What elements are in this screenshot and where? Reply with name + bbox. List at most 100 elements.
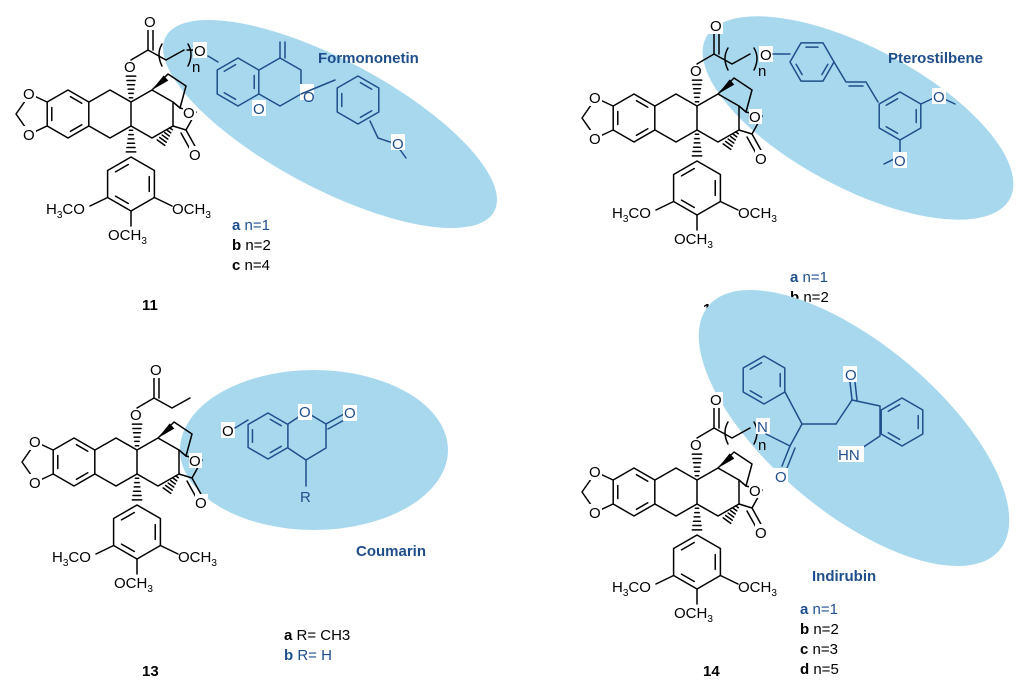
variant-value: n=1	[240, 217, 270, 234]
highlight-halo-coumarin	[180, 370, 448, 530]
label-mask	[755, 150, 768, 165]
atom-label: O	[253, 101, 265, 118]
double-bond	[269, 418, 282, 427]
carbonyl-bond	[191, 477, 203, 497]
methoxy-label-right: OCH3	[172, 201, 211, 221]
hashed-wedge-bond	[166, 129, 172, 134]
label-mask	[749, 483, 762, 498]
label-mask	[195, 494, 208, 509]
atom-label: O	[755, 525, 767, 542]
benzene-ring	[612, 93, 656, 143]
ester-linker	[130, 49, 185, 61]
double-bond	[680, 541, 696, 551]
carbonyl-bond	[786, 447, 796, 469]
atom-label: O	[150, 362, 162, 379]
methoxy-label-bottom: OCH3	[674, 231, 713, 251]
label-mask	[690, 437, 704, 453]
hashed-wedge-bond	[169, 479, 177, 485]
hashed-wedge-bond	[724, 140, 734, 147]
double-bond	[885, 97, 899, 106]
repeat-subscript-n: n	[758, 437, 766, 454]
variant-value: n=2	[799, 289, 829, 306]
dimethoxyphenyl-ring	[878, 91, 922, 141]
methoxy-label-right: OCH3	[178, 549, 217, 569]
double-bond	[223, 92, 237, 101]
highlight-halo-formononetin	[163, 19, 497, 229]
double-bond	[359, 81, 373, 90]
methoxy-label-left: H3CO	[612, 205, 651, 225]
label-mask	[838, 446, 864, 462]
methoxy-label-bottom: OCH3	[674, 605, 713, 625]
variant-letter: a	[790, 269, 799, 286]
atom-label: O	[344, 405, 356, 422]
atom-label: O	[195, 495, 207, 512]
methoxy-label-left: H3CO	[612, 579, 651, 599]
carbonyl-bond	[185, 129, 197, 149]
indoxyl-benzo-ring	[880, 397, 924, 447]
ring-c	[136, 437, 180, 487]
ring-b	[654, 93, 698, 143]
atom-label: O	[710, 18, 722, 35]
atom-label: O	[130, 407, 142, 424]
hashed-wedge-bond	[727, 512, 735, 518]
variant-value: n=2	[809, 621, 839, 638]
atom-label: O	[589, 131, 601, 148]
double-bond	[795, 63, 803, 76]
methoxy-label-bottom: OCH3	[114, 575, 153, 595]
label-mask	[759, 46, 773, 62]
pterostilbene-moiety: OOO	[759, 42, 956, 170]
methoxy-label-left: H3CO	[46, 201, 85, 221]
label-mask	[23, 126, 36, 142]
stilbene-double-bond	[833, 61, 879, 103]
double-bond	[120, 543, 136, 553]
double-bond	[120, 511, 136, 521]
double-bond	[749, 361, 763, 370]
repeat-bracket-right	[187, 43, 192, 67]
label-mask	[709, 392, 723, 408]
methoxy-bond	[655, 574, 675, 585]
phenol-ring	[789, 42, 835, 82]
moiety-name-12: Pterostilbene	[888, 50, 983, 67]
repeat-subscript-n: n	[192, 59, 200, 76]
label-mask	[756, 418, 770, 434]
variant-letter: a	[232, 217, 241, 234]
carbonyl-bond	[325, 413, 345, 425]
variant-letter: b	[232, 237, 241, 254]
double-bond	[114, 163, 130, 173]
hashed-wedge-bond	[722, 143, 732, 151]
atom-label: O	[299, 404, 311, 421]
carbonyl-bond	[781, 445, 791, 467]
variant-11a: a n=1	[232, 217, 270, 234]
bold-wedge-bond	[718, 79, 735, 94]
ring-b	[88, 89, 132, 139]
label-mask	[149, 362, 163, 378]
variant-14d: d n=5	[800, 661, 839, 678]
ester-linker	[696, 53, 751, 65]
ring-c	[696, 467, 740, 517]
methoxy-bond	[719, 200, 739, 211]
variant-12a: a n=1	[790, 269, 828, 286]
label-mask	[749, 109, 762, 124]
ester-linker	[136, 397, 191, 409]
double-bond	[69, 124, 83, 133]
double-bond	[680, 167, 696, 177]
variant-value: n=3	[808, 641, 838, 658]
methoxy-bond	[89, 196, 109, 207]
double-bond	[635, 502, 649, 511]
label-mask	[391, 134, 405, 150]
hashed-wedge-bond	[734, 505, 740, 509]
variant-letter: b	[790, 289, 799, 306]
variant-letter: a	[284, 627, 293, 644]
double-bond	[680, 573, 696, 583]
label-mask	[755, 524, 768, 539]
hashed-wedge-bond	[729, 135, 737, 141]
double-bond	[885, 126, 899, 135]
repeat-bracket-right	[753, 47, 758, 71]
variant-value: n=1	[798, 269, 828, 286]
r-group-label: R	[300, 489, 311, 506]
methoxy-bond	[95, 544, 115, 555]
double-bond	[75, 443, 89, 452]
